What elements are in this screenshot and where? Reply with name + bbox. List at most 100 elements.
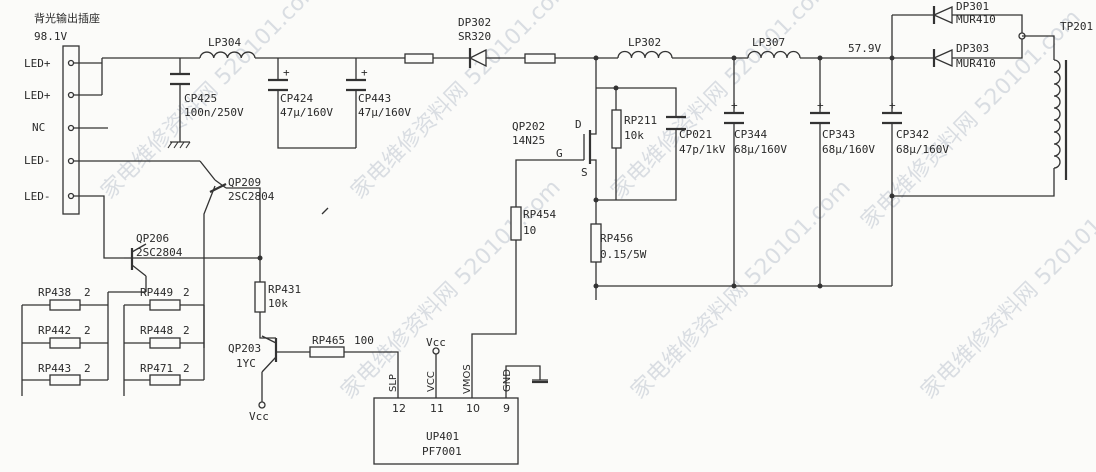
cp424-plates <box>268 78 288 92</box>
pin-circle-4 <box>67 157 75 165</box>
rp448-value: 2 <box>183 324 190 337</box>
diode-dp303: DP303 MUR410 <box>892 36 1023 70</box>
ladder-right-wires <box>123 304 205 396</box>
tp201-ref: TP201 <box>1060 20 1093 33</box>
qp209-ref: QP209 <box>228 176 261 189</box>
ic-pin-number-9: 9 <box>503 402 510 415</box>
junction-dot-drain <box>593 55 599 61</box>
cp343-plates <box>810 111 830 125</box>
rp471-ref: RP471 <box>140 362 173 375</box>
dp301-body <box>932 5 953 25</box>
stray-mark <box>321 207 329 215</box>
transformer-tp201: TP201 <box>892 20 1093 197</box>
dp301-value: MUR410 <box>956 13 996 26</box>
junction-dot-cp344 <box>731 55 737 61</box>
cp343-value: 68μ/160V <box>822 143 875 156</box>
watermark-text-3: 家电维修资料网 520101.com <box>607 0 836 204</box>
series-resistor-1 <box>404 53 434 64</box>
pin-circle-1 <box>67 59 75 67</box>
rp442-ref: RP442 <box>38 324 71 337</box>
diode-dp302: DP302 SR320 <box>458 16 500 68</box>
connector-wires <box>74 58 200 259</box>
lp302-coil <box>617 50 673 59</box>
ic-part-number: PF7001 <box>422 445 462 458</box>
rp443-ref: RP443 <box>38 362 71 375</box>
qp209-base <box>209 183 227 193</box>
pin-label-4: LED- <box>24 154 51 167</box>
ic-vcc-label: Vcc <box>426 336 446 349</box>
rp454-value: 10 <box>523 224 536 237</box>
rp431-wire <box>259 312 276 339</box>
qp209-leads <box>199 160 216 348</box>
cp425-wire <box>170 58 190 143</box>
qp202-drain-label: D <box>575 118 582 131</box>
rp438-body <box>49 299 81 311</box>
qp202-gate-label: G <box>556 147 563 160</box>
rp449-ref: RP449 <box>140 286 173 299</box>
ic-ref: UP401 <box>426 430 459 443</box>
rp449-value: 2 <box>183 286 190 299</box>
rp454-wire <box>471 159 560 398</box>
qp202-gate <box>560 134 585 161</box>
resistor-ladder-right: RP449 2 RP448 2 RP471 2 <box>123 286 205 396</box>
resistor-rp465: RP465 100 <box>300 334 399 398</box>
pin-label-2: LED+ <box>24 89 51 102</box>
rp456-value: 0.15/5W <box>600 248 647 261</box>
cp344-plates <box>724 111 744 125</box>
pin-label-1: LED+ <box>24 57 51 70</box>
mosfet-qp202: QP202 14N25 D G S <box>512 58 597 224</box>
ic-pin-number-11: 11 <box>430 402 444 415</box>
cp424-wire <box>277 58 356 149</box>
rp438-value: 2 <box>84 286 91 299</box>
cp425-ref: CP425 <box>184 92 217 105</box>
lp304-ref: LP304 <box>208 36 241 49</box>
rp211-body <box>611 109 622 149</box>
rp448-body <box>149 337 181 349</box>
junction-dot-cp342 <box>889 193 895 199</box>
rp431-value: 10k <box>268 297 288 310</box>
cp425-ground <box>167 141 191 149</box>
rp465-body <box>309 346 345 358</box>
rp471-body <box>149 374 181 386</box>
rp471-value: 2 <box>183 362 190 375</box>
resistor-rp454: RP454 10 <box>471 159 560 398</box>
cp424-value: 47μ/160V <box>280 106 333 119</box>
dp302-value: SR320 <box>458 30 491 43</box>
dp303-wire <box>892 36 1023 59</box>
watermark-text-7: 家电维修资料网 520101.com <box>917 175 1096 404</box>
watermark-text-6: 家电维修资料网 520101.com <box>627 175 856 404</box>
ic-pin-name-gnd: GND <box>502 369 513 392</box>
cp344-value: 68μ/160V <box>734 143 787 156</box>
snubber-wires <box>596 87 677 201</box>
cp443-plates <box>346 78 366 92</box>
qp206-value: 2SC2804 <box>136 246 183 259</box>
cp424-ref: CP424 <box>280 92 313 105</box>
rp465-ref: RP465 <box>312 334 345 347</box>
cp443-value: 47μ/160V <box>358 106 411 119</box>
tp201-winding <box>1053 59 1061 169</box>
ic-up401: Vcc SLP VCC VMOS GND 12 11 10 9 UP401 PF… <box>373 336 548 465</box>
rp438-ref: RP438 <box>38 286 71 299</box>
pin-circle-5 <box>67 192 75 200</box>
rp454-ref: RP454 <box>523 208 556 221</box>
rp465-wire <box>300 351 399 398</box>
inductor-lp307: LP307 <box>747 36 801 59</box>
inductor-lp304: LP304 <box>199 36 256 59</box>
lp302-ref: LP302 <box>628 36 661 49</box>
ic-pin-name-vmos: VMOS <box>462 364 473 394</box>
pin-label-3: NC <box>32 121 45 134</box>
transformer-tap-wire <box>1022 35 1055 60</box>
cp021-value: 47p/1kV <box>679 143 726 156</box>
lp307-ref: LP307 <box>752 36 785 49</box>
cp443-plus: + <box>361 66 368 79</box>
connector-voltage: 98.1V <box>34 30 67 43</box>
rp442-body <box>49 337 81 349</box>
rp443-body <box>49 374 81 386</box>
dp301-wire <box>892 14 1023 36</box>
ic-pin-name-vcc: VCC <box>426 371 437 392</box>
transistor-qp206: QP206 2SC2804 <box>124 232 263 292</box>
rp431-body <box>254 281 266 313</box>
qp202-source-label: S <box>581 166 588 179</box>
capacitor-cp343: + CP343 68μ/160V <box>810 58 875 286</box>
